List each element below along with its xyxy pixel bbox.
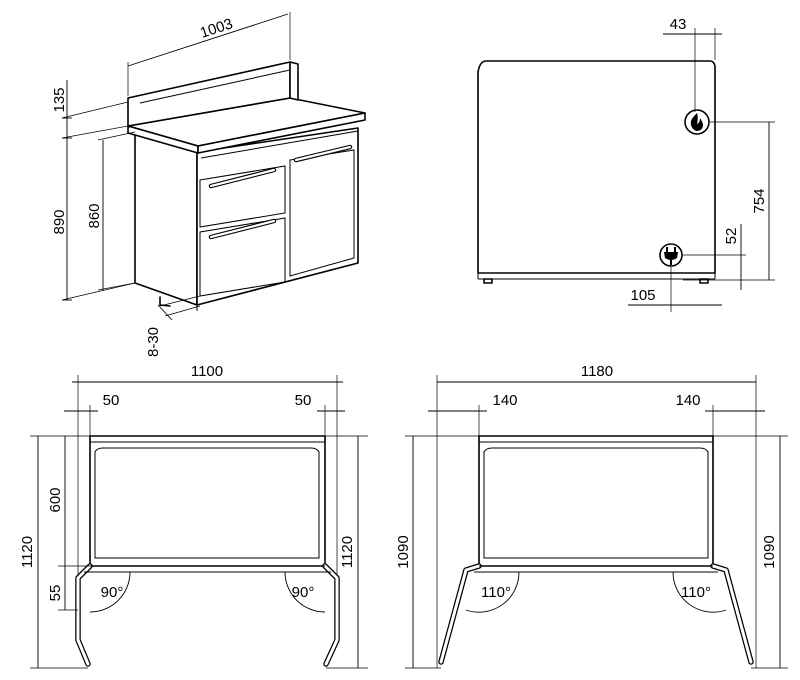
front-door-dimensions: 1100 50 50 1120 600 55 90° 90° 1120 bbox=[19, 363, 368, 669]
angle-side-left: 110° bbox=[481, 584, 511, 601]
rear-view-dimensions: 43 754 52 105 bbox=[628, 16, 775, 312]
dim-power-height: 52 bbox=[723, 228, 740, 245]
angle-side-right: 110° bbox=[681, 584, 711, 601]
dim-side-margin-right: 140 bbox=[675, 392, 700, 409]
dim-power-offset: 105 bbox=[630, 287, 655, 304]
angle-door-right: 90° bbox=[292, 584, 315, 601]
dim-door-height-600: 600 bbox=[47, 487, 64, 512]
dim-total-height: 890 bbox=[51, 209, 68, 234]
side-door-opening-view bbox=[438, 435, 754, 665]
cooker-3d-view bbox=[127, 61, 366, 311]
dim-gas-height: 754 bbox=[751, 188, 768, 213]
cooker-3d-dimensions: 1003 135 890 860 8-30 bbox=[51, 12, 291, 357]
dim-side-depth-right: 1090 bbox=[761, 535, 778, 568]
front-door-opening-view bbox=[75, 435, 340, 667]
dim-side-depth-left: 1090 bbox=[395, 535, 412, 568]
dim-side-open-width: 1180 bbox=[581, 363, 613, 380]
dim-side-margin-left: 140 bbox=[492, 392, 517, 409]
angle-door-left: 90° bbox=[101, 584, 124, 601]
dim-door-open-width: 1100 bbox=[191, 363, 223, 380]
plug-icon bbox=[659, 243, 683, 267]
dim-width-3d: 1003 bbox=[198, 15, 235, 41]
dim-worktop-height: 860 bbox=[86, 203, 103, 228]
dim-door-margin-right: 50 bbox=[295, 392, 312, 409]
rear-view bbox=[477, 60, 716, 284]
dim-backguard-height: 135 bbox=[51, 87, 68, 112]
dim-door-margin-left: 50 bbox=[103, 392, 120, 409]
dim-feet-range: 8-30 bbox=[145, 327, 162, 357]
side-door-dimensions: 1180 140 140 1090 1090 110° 110° bbox=[395, 363, 788, 669]
dim-door-depth-right: 1120 bbox=[339, 536, 356, 568]
flame-icon bbox=[684, 109, 710, 135]
dim-door-depth-left: 1120 bbox=[19, 536, 36, 568]
dim-door-offset-55: 55 bbox=[47, 585, 64, 602]
dim-side-offset-top: 43 bbox=[670, 16, 687, 33]
